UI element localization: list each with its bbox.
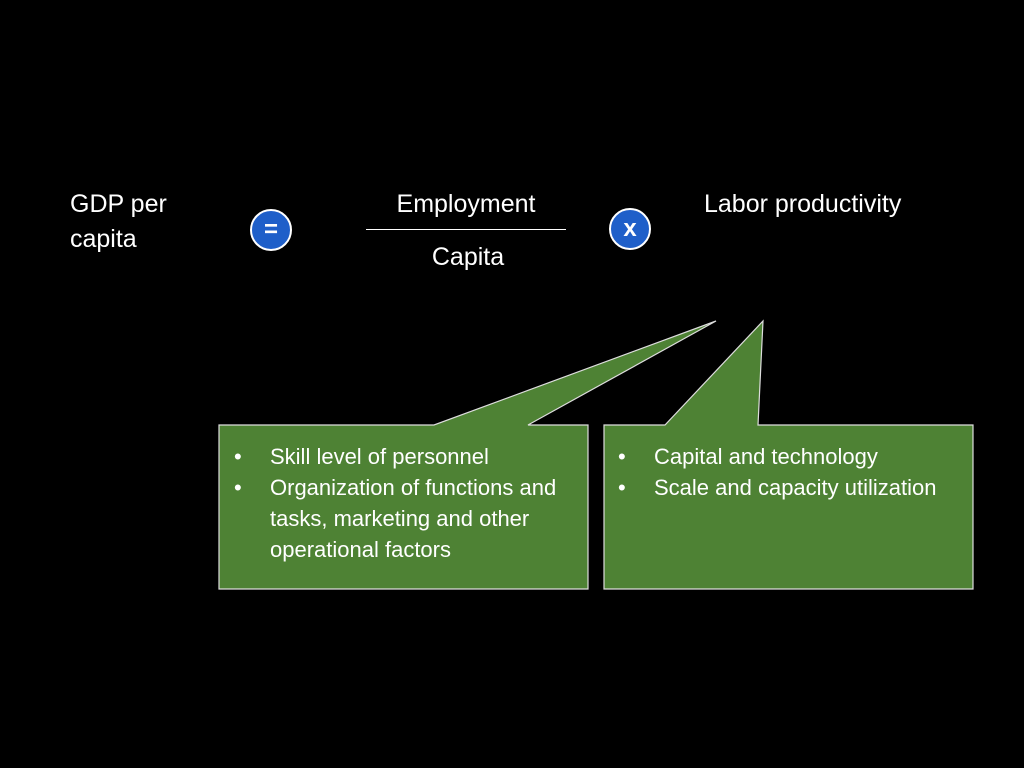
capita-denominator: Capita	[431, 243, 505, 271]
fraction-line	[366, 229, 566, 230]
callout-right-item: • Capital and technology	[616, 441, 966, 472]
bullet-icon: •	[234, 444, 242, 469]
callout-left-text: • Skill level of personnel • Organizatio…	[232, 441, 582, 565]
equals-operator: =	[250, 209, 292, 251]
callout-right-text: • Capital and technology • Scale and cap…	[616, 441, 966, 503]
callout-left-item-text: Skill level of personnel	[270, 444, 489, 469]
callout-box-left	[218, 320, 717, 590]
callout-right-item: • Scale and capacity utilization	[616, 472, 966, 503]
bullet-icon: •	[234, 475, 242, 500]
callout-right-item-text: Scale and capacity utilization	[654, 475, 937, 500]
callout-right-list: • Capital and technology • Scale and cap…	[616, 441, 966, 503]
callout-left-item: • Organization of functions and tasks, m…	[232, 472, 582, 565]
times-operator: x	[609, 208, 651, 250]
labor-productivity-label: Labor productivity	[704, 190, 902, 218]
bullet-icon: •	[618, 475, 626, 500]
callout-left-item: • Skill level of personnel	[232, 441, 582, 472]
employment-numerator: Employment	[396, 190, 536, 218]
bullet-icon: •	[618, 444, 626, 469]
callout-right-item-text: Capital and technology	[654, 444, 878, 469]
callout-left-list: • Skill level of personnel • Organizatio…	[232, 441, 582, 565]
gdp-per-capita-label: GDP per capita	[70, 190, 167, 253]
callout-box-right	[603, 319, 974, 590]
callout-left-item-text: Organization of functions and tasks, mar…	[270, 475, 557, 562]
